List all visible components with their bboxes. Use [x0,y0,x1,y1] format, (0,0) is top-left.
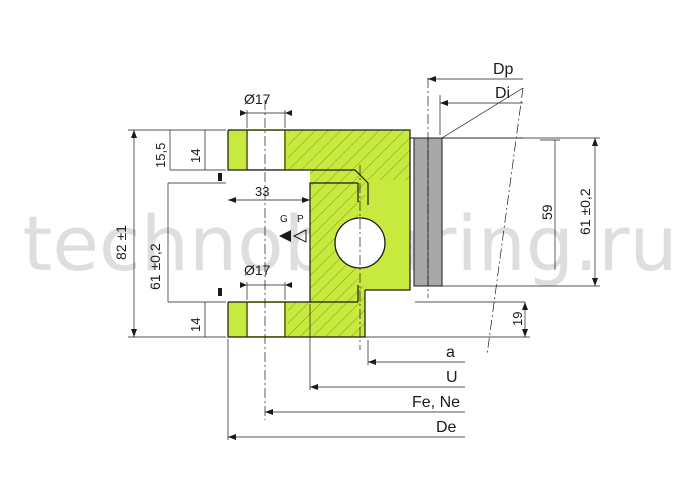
marker-g-label: G [280,214,288,225]
height-14-bottom-label: 14 [188,318,203,332]
inner-ring-hatch [310,183,358,302]
bolt-hole-top [248,131,284,169]
fe-ne-label: Fe, Ne [412,394,460,411]
height-82-label: 82 ±1 [113,225,129,260]
de-label: De [436,419,457,436]
height-15-5-label: 15,5 [153,143,168,168]
height-61-left-label: 61 ±0,2 [147,243,163,290]
hole-bottom-label: Ø17 [244,262,271,278]
dimension-lines [128,78,600,440]
center-lines [264,78,524,420]
marker-g-triangle [279,230,291,242]
arrow-heads [131,76,598,440]
lube-mark-bottom [218,288,222,296]
lube-mark-top [218,173,222,181]
bolt-hole-bottom [248,303,284,336]
dp-label: Dp [493,61,514,78]
marker-p-triangle [292,229,307,243]
a-label: a [446,344,455,361]
height-19-label: 19 [510,312,525,326]
marker-p-label: P [297,214,304,225]
hole-top-label: Ø17 [244,91,271,107]
height-61-right-label: 61 ±0,2 [577,188,593,235]
di-label: Di [495,85,510,102]
height-14-top-label: 14 [188,149,203,163]
height-59-label: 59 [539,204,555,220]
u-label: U [446,369,458,386]
width-33-label: 33 [255,184,269,199]
